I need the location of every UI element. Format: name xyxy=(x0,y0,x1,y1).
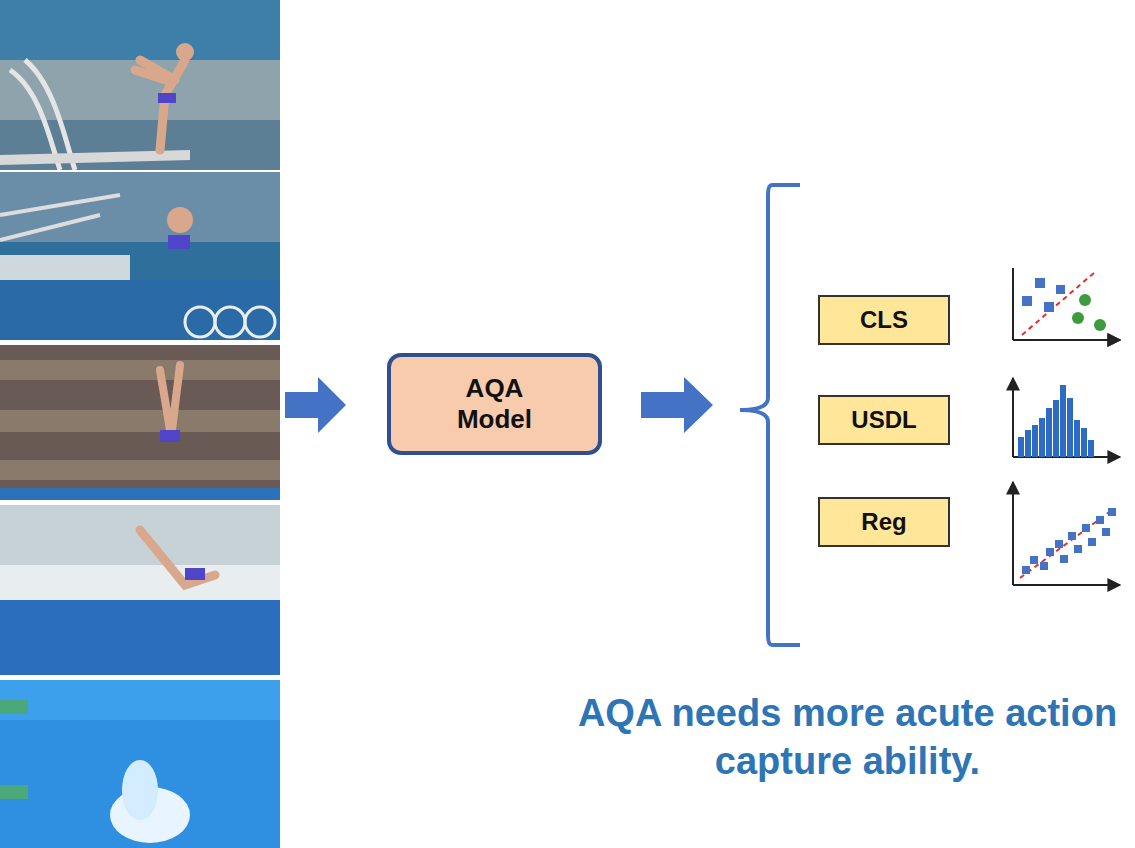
output-head-box: USDL xyxy=(818,395,950,445)
model-box: AQA Model xyxy=(387,353,602,455)
distribution-icon xyxy=(1013,378,1120,457)
caption-note: AQA needs more acute action capture abil… xyxy=(575,690,1120,785)
brace xyxy=(740,185,800,645)
node-text: USDL xyxy=(851,406,916,434)
block-arrow xyxy=(285,377,346,433)
output-head-box: CLS xyxy=(818,295,950,345)
regression-icon xyxy=(1013,482,1120,585)
classification-icon xyxy=(1013,268,1120,340)
node-text: Reg xyxy=(861,508,906,536)
node-text: CLS xyxy=(860,306,908,334)
node-text: AQA Model xyxy=(445,373,545,435)
output-head-box: Reg xyxy=(818,497,950,547)
block-arrow xyxy=(641,377,713,433)
video-frames xyxy=(0,0,280,848)
